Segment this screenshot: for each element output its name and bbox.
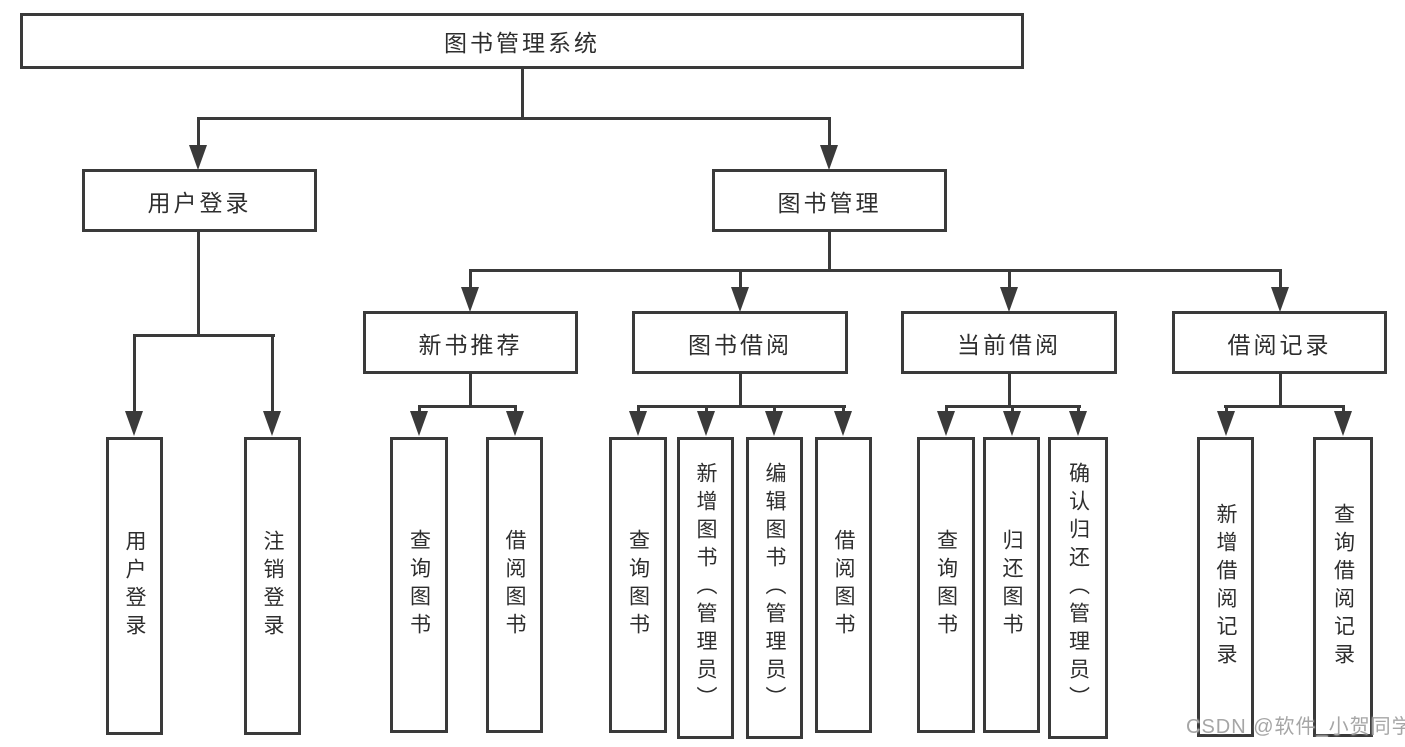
node-label: 用户登录: [147, 189, 252, 216]
arrow-down-icon: [765, 411, 783, 436]
connector-line: [133, 334, 136, 412]
arrow-down-icon: [189, 145, 207, 170]
arrow-down-icon: [461, 287, 479, 312]
node-label: 借阅记录: [1227, 331, 1332, 358]
node-label: 查询图书: [626, 529, 650, 641]
leaf-cb-query-books: 查询图书: [917, 437, 975, 733]
node-label: 注销登录: [261, 530, 285, 642]
node-label: 查询图书: [407, 529, 431, 641]
connector-line: [418, 405, 517, 408]
arrow-down-icon: [697, 411, 715, 436]
connector-line: [197, 117, 200, 147]
arrow-down-icon: [125, 411, 143, 436]
leaf-bb-add-books-admin: 新增图书（管理员）: [677, 437, 734, 739]
node-label: 新增图书（管理员）: [694, 462, 718, 714]
node-borrowing-records: 借阅记录: [1172, 311, 1387, 374]
connector-line: [197, 232, 200, 335]
watermark: CSDN @软件_小贺同学: [1186, 716, 1405, 738]
node-label: 新增借阅记录: [1214, 503, 1238, 671]
leaf-nbr-query-books: 查询图书: [390, 437, 448, 733]
node-label: 图书管理: [777, 189, 882, 216]
node-label: 图书借阅: [688, 331, 792, 358]
connector-line: [521, 68, 524, 120]
node-label: 查询图书: [934, 529, 958, 641]
arrow-down-icon: [263, 411, 281, 436]
connector-line: [637, 405, 640, 413]
connector-line: [133, 334, 275, 337]
node-label: 用户登录: [123, 530, 147, 642]
leaf-bb-borrow-books: 借阅图书: [815, 437, 872, 733]
connector-line: [1224, 405, 1345, 408]
arrow-down-icon: [1334, 411, 1352, 436]
node-label: 新书推荐: [418, 331, 523, 358]
arrow-down-icon: [820, 145, 838, 170]
leaf-bb-query-books: 查询图书: [609, 437, 667, 733]
leaf-br-query-record: 查询借阅记录: [1313, 437, 1373, 737]
node-label: 图书管理系统: [444, 30, 600, 56]
connector-line: [739, 269, 742, 289]
node-book-management: 图书管理: [712, 169, 947, 232]
connector-line: [1077, 405, 1080, 413]
connector-line: [197, 117, 831, 120]
connector-line: [705, 405, 708, 413]
node-label: 查询借阅记录: [1331, 503, 1355, 671]
connector-line: [773, 405, 776, 413]
connector-line: [945, 405, 948, 413]
node-label: 借阅图书: [503, 529, 527, 641]
leaf-nbr-borrow-books: 借阅图书: [486, 437, 543, 733]
connector-line: [469, 269, 472, 289]
leaf-user-login: 用户登录: [106, 437, 163, 735]
leaf-br-add-record: 新增借阅记录: [1197, 437, 1254, 737]
connector-line: [1008, 269, 1011, 289]
node-label: 当前借阅: [957, 331, 1061, 358]
connector-line: [469, 374, 472, 407]
connector-line: [828, 232, 831, 272]
connector-line: [1279, 269, 1282, 289]
node-new-book-recommend: 新书推荐: [363, 311, 578, 374]
connector-line: [1342, 405, 1345, 413]
connector-line: [1008, 374, 1011, 407]
node-book-borrowing: 图书借阅: [632, 311, 848, 374]
arrow-down-icon: [629, 411, 647, 436]
node-label: 借阅图书: [832, 529, 856, 641]
leaf-bb-edit-books-admin: 编辑图书（管理员）: [746, 437, 803, 739]
node-root: 图书管理系统: [20, 13, 1024, 69]
connector-line: [1279, 374, 1282, 407]
arrow-down-icon: [1003, 411, 1021, 436]
leaf-cb-return-books: 归还图书: [983, 437, 1040, 733]
arrow-down-icon: [937, 411, 955, 436]
arrow-down-icon: [731, 287, 749, 312]
arrow-down-icon: [506, 411, 524, 436]
connector-line: [418, 405, 421, 413]
arrow-down-icon: [1069, 411, 1087, 436]
node-user-login: 用户登录: [82, 169, 317, 232]
connector-line: [469, 269, 1282, 272]
node-current-borrowing: 当前借阅: [901, 311, 1117, 374]
arrow-down-icon: [1271, 287, 1289, 312]
leaf-cb-confirm-return-admin: 确认归还（管理员）: [1048, 437, 1108, 739]
connector-line: [637, 405, 846, 408]
connector-line: [739, 374, 742, 407]
node-label: 归还图书: [1000, 529, 1024, 641]
arrow-down-icon: [1000, 287, 1018, 312]
connector-line: [514, 405, 517, 413]
arrow-down-icon: [834, 411, 852, 436]
connector-line: [1011, 405, 1014, 413]
connector-line: [842, 405, 845, 413]
node-label: 确认归还（管理员）: [1066, 462, 1090, 714]
arrow-down-icon: [410, 411, 428, 436]
connector-line: [1225, 405, 1228, 413]
leaf-logout: 注销登录: [244, 437, 301, 735]
node-label: 编辑图书（管理员）: [763, 462, 787, 714]
arrow-down-icon: [1217, 411, 1235, 436]
connector-line: [828, 117, 831, 147]
connector-line: [271, 334, 274, 412]
